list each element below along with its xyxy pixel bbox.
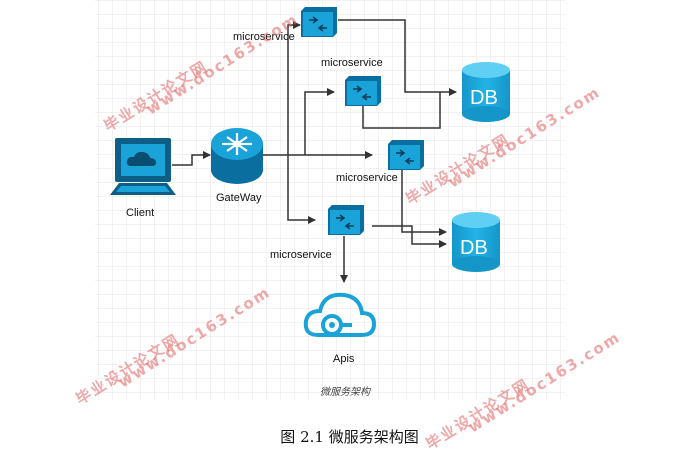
edge-gateway-ms-mid [304,88,335,155]
microservice-right-icon [388,140,424,170]
figure-caption: 图 2.1 微服务架构图 [280,428,419,446]
edge-client-gateway [172,151,211,166]
edge-ms-bottom-db2 [372,225,447,248]
microservice-right-label: microservice [336,172,398,184]
client-computer-icon [110,138,176,195]
apis-cloud-icon [303,292,377,337]
connectors [172,19,457,283]
database-1-label: DB [470,87,498,109]
gateway-router-icon [211,128,263,184]
microservice-bottom-label: microservice [270,249,332,261]
edge-ms-mid-db1 [362,92,441,129]
microservice-mid-label: microservice [321,57,383,69]
database-1-icon [462,62,510,122]
database-2-icon [452,212,500,272]
microservice-mid-icon [345,76,381,106]
gateway-label: GateWay [216,192,262,204]
microservice-top-icon [301,7,337,37]
edge-ms-right-db2 [401,170,447,236]
edge-gateway-ms-top [287,21,301,155]
microservice-bottom-icon [328,205,364,235]
edge-ms-top-db1 [338,19,457,96]
database-2-label: DB [460,237,488,259]
diagram-subtitle: 微服务架构 [320,386,372,398]
client-label: Client [126,207,154,219]
apis-label: Apis [333,353,355,365]
edge-gateway-ms-bottom [287,155,316,224]
microservice-top-label: microservice [233,31,295,43]
